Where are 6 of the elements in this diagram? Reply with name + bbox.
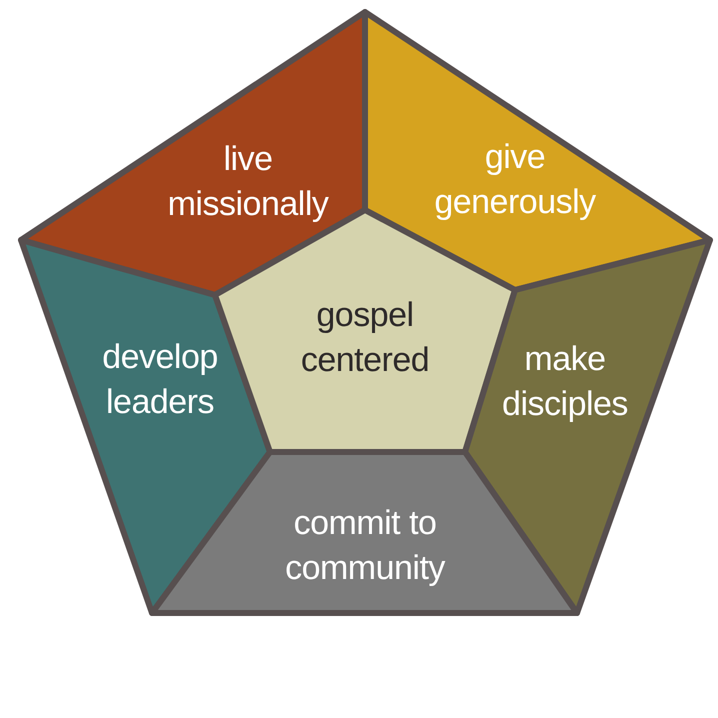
- segment-label: commit to community: [284, 503, 446, 589]
- segment-label: give generously: [433, 137, 597, 223]
- segment-label: develop leaders: [101, 337, 219, 423]
- segment-label: gospel centered: [300, 295, 430, 381]
- segment-label: live missionally: [166, 139, 330, 225]
- segment-label: make disciples: [501, 339, 629, 425]
